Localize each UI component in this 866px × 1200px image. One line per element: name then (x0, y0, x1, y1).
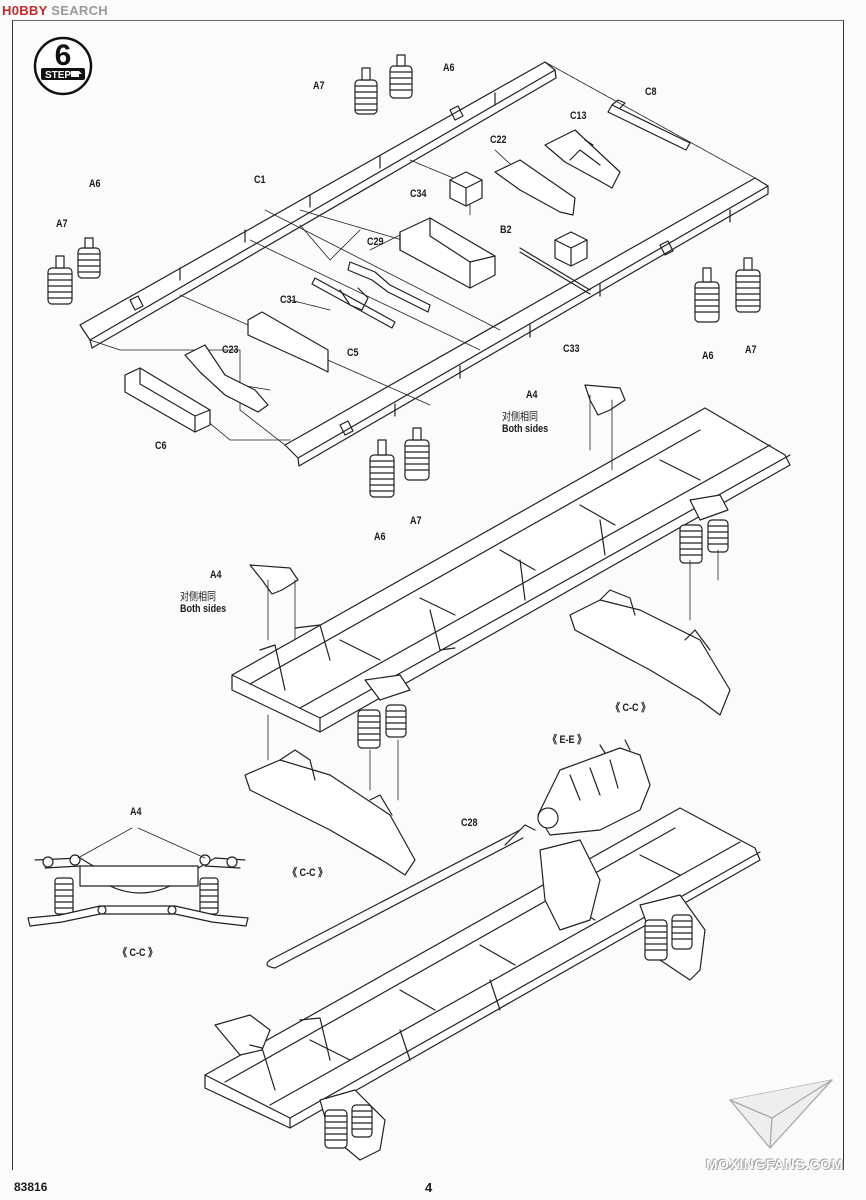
label-a7-bottom: A7 (410, 515, 422, 527)
bottom-frame (204, 739, 761, 1161)
label-c8: C8 (645, 86, 657, 98)
page-number: 4 (425, 1180, 433, 1195)
callout-cc-left: 《 C-C 》 (288, 867, 328, 879)
callout-ee: 《 E-E 》 (548, 734, 587, 746)
spring-a7-left (47, 255, 73, 305)
spring-a6-bottom (369, 439, 395, 498)
transfer-case-ee (537, 739, 651, 836)
paper-plane-logo (729, 1079, 833, 1149)
spring-a7-right (735, 257, 761, 313)
label-c5: C5 (347, 347, 359, 359)
moxingfans-watermark: MOXINGFANS.COM (706, 1156, 844, 1172)
label-a6-left: A6 (89, 178, 101, 190)
spring-a7-top (354, 67, 378, 115)
label-c31: C31 (280, 294, 297, 306)
label-c1: C1 (254, 174, 266, 186)
label-a4-right: A4 (526, 389, 538, 401)
label-a7-top: A7 (313, 80, 325, 92)
both-sides-note-right: 对侧相同 Both sides (502, 410, 549, 435)
label-a4-detail: A4 (130, 806, 142, 818)
label-c22: C22 (490, 134, 507, 146)
label-c23: C23 (222, 344, 239, 356)
label-c33: C33 (563, 343, 580, 355)
label-a7-left: A7 (56, 218, 68, 230)
label-c28: C28 (461, 817, 478, 829)
label-a6-top: A6 (443, 62, 455, 74)
spring-a6-right (694, 267, 720, 323)
callout-cc-right: 《 C-C 》 (611, 702, 651, 714)
label-a7-right: A7 (745, 344, 757, 356)
tank-icon (71, 71, 82, 77)
step-badge: 6 STEP (33, 36, 93, 101)
step-number: 6 (55, 39, 72, 72)
detail-cc (27, 827, 249, 927)
kit-code: 83816 (14, 1180, 48, 1194)
label-c29: C29 (367, 236, 384, 248)
label-a6-right: A6 (702, 350, 714, 362)
page-border (12, 20, 844, 1170)
label-a4-left: A4 (210, 569, 222, 581)
hobbysearch-watermark: H0BBY SEARCH (2, 3, 108, 18)
suspension-left (244, 564, 416, 876)
spring-a6-top (389, 54, 413, 99)
middle-frame (231, 384, 791, 876)
label-c13: C13 (570, 110, 587, 122)
callout-cc-detail: 《 C-C 》 (118, 947, 158, 959)
spring-a7-bottom (404, 427, 430, 481)
both-sides-note-left: 对侧相同 Both sides (180, 590, 227, 615)
step-label: STEP (45, 70, 71, 81)
exploded-frame (47, 54, 769, 498)
label-c34: C34 (410, 188, 427, 200)
spring-a6-left (77, 237, 101, 279)
label-b2: B2 (500, 224, 512, 236)
label-c6: C6 (155, 440, 167, 452)
label-a6-bottom: A6 (374, 531, 386, 543)
